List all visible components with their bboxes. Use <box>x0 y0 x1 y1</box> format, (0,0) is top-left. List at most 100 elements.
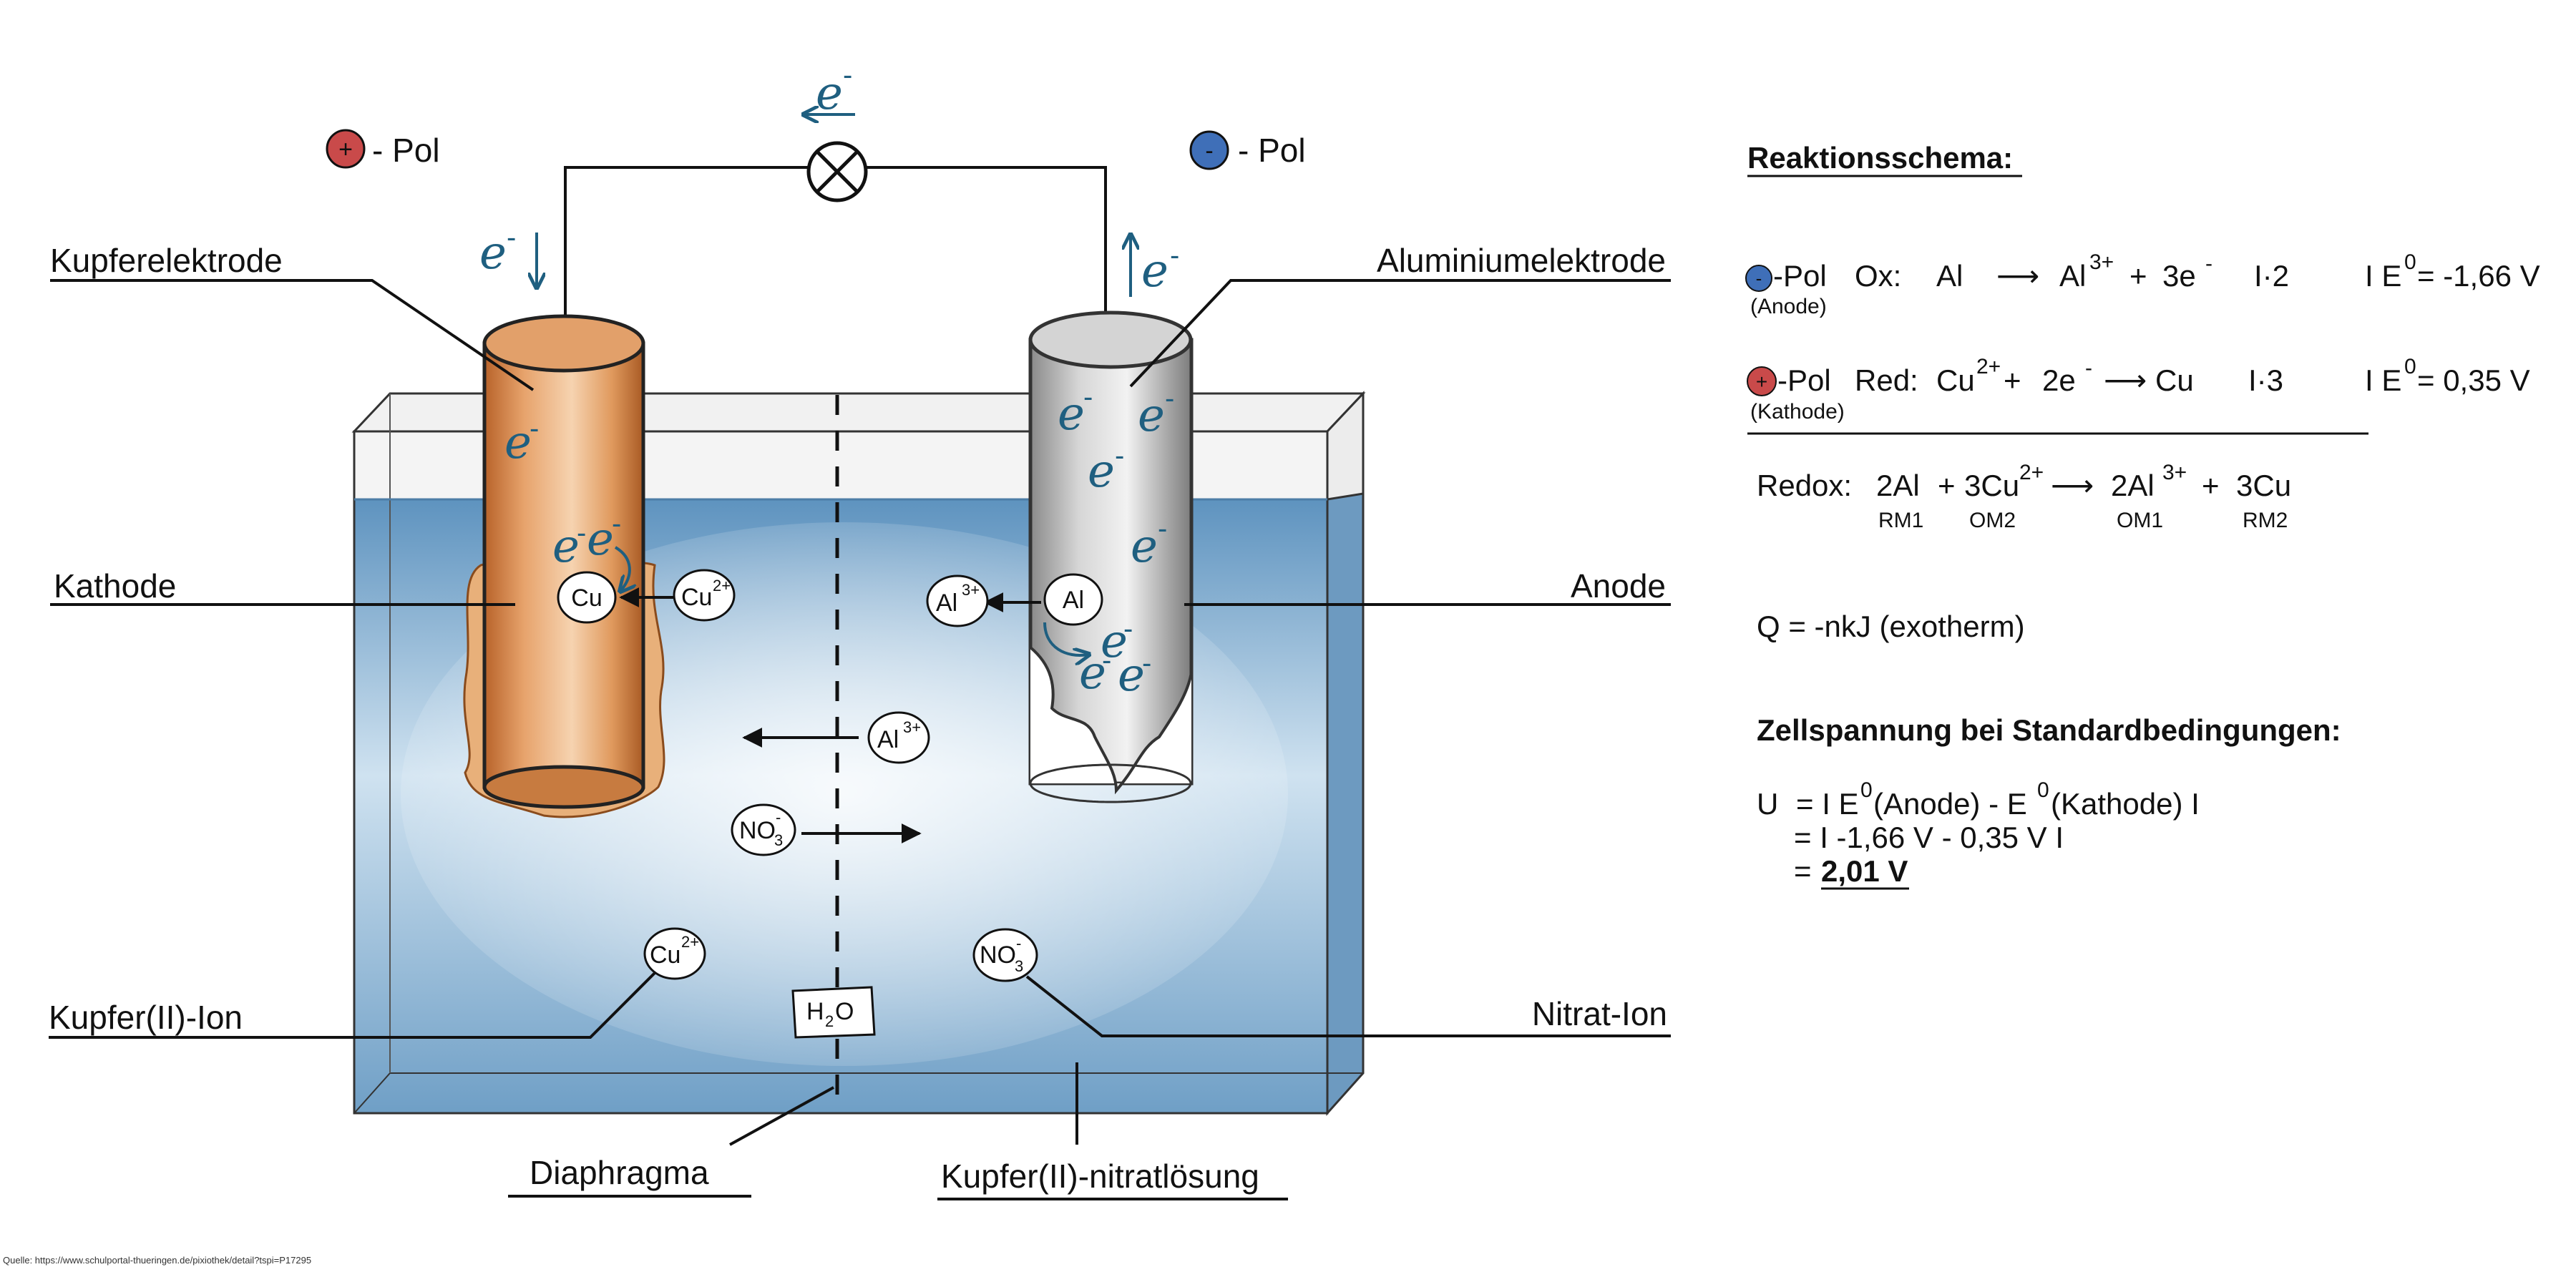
svg-text:= -1,66 V: = -1,66 V <box>2417 259 2540 293</box>
external-circuit: e - e - e - <box>479 59 1179 328</box>
svg-text:-Pol: -Pol <box>1777 363 1831 397</box>
svg-text:= 0,35 V: = 0,35 V <box>2417 363 2530 397</box>
svg-text:e: e <box>504 416 532 469</box>
svg-text:U: U <box>1757 787 1778 821</box>
svg-text:Cu: Cu <box>1936 363 1975 397</box>
svg-text:2+: 2+ <box>2019 461 2044 484</box>
svg-text:Cu: Cu <box>681 584 712 611</box>
svg-text:Redox:: Redox: <box>1757 469 1852 502</box>
svg-text:Kupferelektrode: Kupferelektrode <box>50 242 283 279</box>
svg-text:Ox:: Ox: <box>1855 259 1901 293</box>
reaction-scheme: Reaktionsschema: - -Pol (Anode) Ox: Al ⟶… <box>1745 141 2540 890</box>
source-credit: Quelle: https://www.schulportal-thuering… <box>3 1255 311 1266</box>
svg-text:-: - <box>1170 240 1179 271</box>
svg-text:0: 0 <box>2404 355 2416 378</box>
label-anode: Anode <box>1184 567 1671 606</box>
electron-flow-top: e - <box>805 59 855 120</box>
svg-text:(Anode) - E: (Anode) - E <box>1873 787 2027 821</box>
electron-flow-right: e - <box>1131 236 1179 298</box>
svg-text:+: + <box>2004 363 2021 397</box>
svg-text:Cu: Cu <box>650 941 680 969</box>
svg-text:3e: 3e <box>2162 259 2196 293</box>
svg-text:e: e <box>816 67 843 120</box>
svg-text:Aluminiumelektrode: Aluminiumelektrode <box>1377 242 1666 279</box>
svg-text:Al: Al <box>2059 259 2086 293</box>
svg-text:-: - <box>577 517 586 549</box>
svg-text:⟶: ⟶ <box>1996 259 2039 293</box>
ion-no3-solution: NO 3 - <box>972 928 1038 982</box>
svg-text:Al: Al <box>877 726 899 753</box>
svg-text:RM2: RM2 <box>2243 509 2288 532</box>
svg-text:e: e <box>1141 245 1169 298</box>
svg-text:e: e <box>1138 389 1165 442</box>
aluminium-electrode: e - e - e - e - e - e - e - <box>1028 310 1194 803</box>
svg-text:+: + <box>338 136 353 163</box>
svg-text:+: + <box>1756 371 1767 393</box>
label-nitrat-ion: Nitrat-Ion <box>1025 975 1671 1037</box>
svg-text:0: 0 <box>2037 778 2049 802</box>
svg-text:(Anode): (Anode) <box>1750 295 1827 318</box>
svg-text:NO: NO <box>980 941 1016 969</box>
svg-text:0: 0 <box>1860 778 1873 802</box>
enthalpy-line: Q = -nkJ (exotherm) <box>1757 610 2025 643</box>
label-kathode: Kathode <box>50 567 515 606</box>
svg-text:e: e <box>1101 615 1128 668</box>
svg-text:Al: Al <box>1936 259 1963 293</box>
svg-text:2e: 2e <box>2042 363 2076 397</box>
svg-text:= I -1,66 V - 0,35 V I: = I -1,66 V - 0,35 V I <box>1794 821 2064 854</box>
svg-text:2+: 2+ <box>1976 355 2001 378</box>
svg-text:-: - <box>1016 934 1021 952</box>
svg-text:Nitrat-Ion: Nitrat-Ion <box>1532 995 1667 1032</box>
svg-text:3+: 3+ <box>2162 461 2187 484</box>
svg-text:- Pol: - Pol <box>372 132 440 169</box>
svg-text:3: 3 <box>774 831 783 849</box>
svg-text:I·3: I·3 <box>2248 363 2283 397</box>
svg-text:-: - <box>1756 268 1762 289</box>
label-kupferelektrode: Kupferelektrode <box>50 242 535 391</box>
svg-text:e: e <box>587 513 614 566</box>
ion-cu2-near-cathode: Cu 2+ <box>673 569 736 622</box>
svg-text:-: - <box>2205 252 2212 275</box>
scheme-title: Reaktionsschema: <box>1747 141 2013 175</box>
label-kupfer-ion: Kupfer(II)-Ion <box>49 972 656 1039</box>
ion-al3-migrating: Al 3+ <box>867 711 930 764</box>
redox-equation: Redox: 2Al + 3Cu 2+ ⟶ 2Al 3+ + 3Cu RM1 O… <box>1757 461 2291 532</box>
svg-text:Red:: Red: <box>1855 363 1918 397</box>
svg-text:NO: NO <box>739 817 776 844</box>
svg-text:-: - <box>843 59 852 91</box>
svg-text:-: - <box>507 222 516 253</box>
svg-text:(Kathode): (Kathode) <box>1750 400 1845 424</box>
cell-voltage-title: Zellspannung bei Standardbedingungen: <box>1757 713 2341 747</box>
svg-text:e: e <box>552 520 580 573</box>
minus-pole-icon <box>1745 265 1772 292</box>
svg-text:-: - <box>1165 383 1174 414</box>
svg-text:3+: 3+ <box>2089 250 2114 274</box>
svg-text:- Pol: - Pol <box>1238 132 1306 169</box>
svg-text:⟶: ⟶ <box>2104 363 2147 397</box>
svg-text:3+: 3+ <box>903 718 921 736</box>
svg-text:-: - <box>776 808 781 826</box>
svg-text:Al: Al <box>936 590 957 617</box>
svg-text:-: - <box>612 508 621 539</box>
electron-flow-left: e - <box>479 222 537 286</box>
ion-al3-near-anode: Al 3+ <box>926 574 989 627</box>
svg-text:=: = <box>1794 854 1812 888</box>
svg-text:-: - <box>1083 381 1093 413</box>
svg-text:Kupfer(II)-nitratlösung: Kupfer(II)-nitratlösung <box>941 1158 1259 1195</box>
lamp-icon <box>806 141 868 202</box>
cell-voltage-calculation: U = I E 0 (Anode) - E 0 (Kathode) I = I … <box>1757 778 2200 890</box>
ion-al-atom: Al <box>1043 573 1103 626</box>
svg-text:0: 0 <box>2404 250 2416 274</box>
svg-text:e: e <box>1058 388 1085 441</box>
oxidation-equation: - -Pol (Anode) Ox: Al ⟶ Al 3+ + 3e - I·2… <box>1745 250 2540 318</box>
svg-text:Diaphragma: Diaphragma <box>530 1154 709 1191</box>
water-molecule: H 2 O <box>791 986 876 1039</box>
svg-text:2+: 2+ <box>681 933 699 951</box>
svg-text:-: - <box>530 413 539 444</box>
svg-text:Al: Al <box>1063 587 1084 614</box>
cell-voltage-result: 2,01 V <box>1821 854 1908 888</box>
label-loesung: Kupfer(II)-nitratlösung <box>937 1062 1288 1200</box>
svg-text:RM1: RM1 <box>1878 509 1923 532</box>
svg-text:2: 2 <box>825 1012 834 1030</box>
